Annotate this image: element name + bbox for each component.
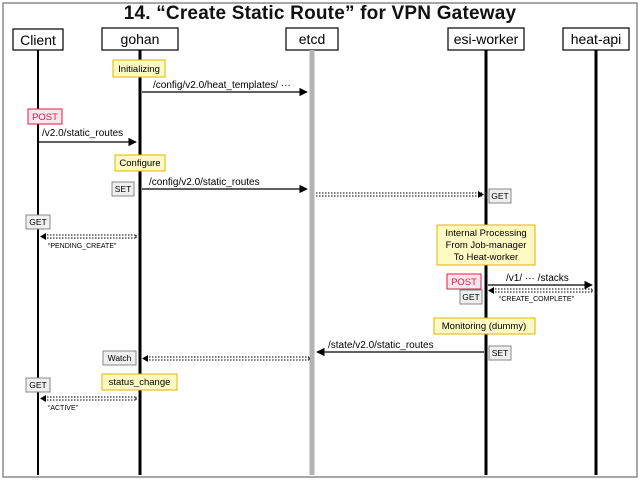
arrow-create-complete — [488, 287, 593, 294]
arrow-etcd-to-esi-worker — [316, 191, 484, 198]
label-static-routes-post: /v2.0/static_routes — [42, 128, 123, 139]
participant-heat-api: heat-api — [562, 27, 630, 51]
participant-esi-worker: esi-worker — [447, 27, 525, 51]
note-internal-processing-line-3: To Heat-worker — [454, 252, 518, 263]
tag-post-esi-worker-label: POST — [451, 277, 477, 288]
label-heat-templates: /config/v2.0/heat_templates/ ··· — [153, 80, 291, 91]
participant-etcd: etcd — [285, 27, 339, 51]
diagram-title: 14. “Create Static Route” for VPN Gatewa… — [123, 3, 517, 24]
arrow-pending-create — [40, 233, 137, 240]
tag-post-client-label: POST — [32, 112, 58, 123]
note-configure: Configure — [114, 154, 166, 172]
tag-get-esi-worker-label: GET — [491, 191, 508, 201]
participant-etcd-label: etcd — [299, 31, 325, 47]
participant-esi-worker-label: esi-worker — [454, 31, 519, 47]
participant-gohan-label: gohan — [121, 31, 160, 47]
participant-client-label: Client — [20, 32, 56, 48]
note-monitoring: Monitoring (dummy) — [433, 317, 536, 335]
tag-set-esi-worker-label: SET — [492, 348, 509, 358]
tag-get-client-2-label: GET — [29, 380, 46, 390]
participant-heat-api-label: heat-api — [571, 31, 622, 47]
label-active: “ACTIVE” — [48, 405, 79, 412]
label-stacks: /v1/ ··· /stacks — [506, 273, 569, 284]
label-create-complete: “CREATE_COMPLETE” — [499, 296, 575, 303]
participant-gohan: gohan — [101, 27, 179, 51]
participant-client: Client — [12, 28, 64, 51]
tag-get-esi-worker-2: GET — [459, 289, 483, 305]
tag-get-client-1: GET — [25, 214, 51, 230]
tag-watch-gohan-label: Watch — [108, 353, 132, 363]
label-config-static-routes: /config/v2.0/static_routes — [149, 177, 260, 188]
tag-get-client-2: GET — [25, 377, 51, 393]
tag-post-esi-worker: POST — [446, 273, 482, 290]
tag-watch-gohan: Watch — [102, 350, 137, 366]
note-internal-processing: Internal Processing From Job-manager To … — [436, 224, 536, 266]
tag-get-client-1-label: GET — [29, 217, 46, 227]
arrow-watch — [142, 355, 310, 362]
note-monitoring-label: Monitoring (dummy) — [442, 321, 526, 332]
note-internal-processing-line-1: Internal Processing — [445, 228, 526, 239]
label-pending-create: “PENDING_CREATE” — [48, 243, 117, 250]
note-internal-processing-line-2: From Job-manager — [446, 240, 527, 251]
note-configure-label: Configure — [119, 158, 160, 169]
note-initializing: Initializing — [112, 59, 166, 78]
tag-get-esi-worker-2-label: GET — [462, 292, 479, 302]
tag-set-gohan-label: SET — [115, 184, 132, 194]
arrow-active — [40, 395, 137, 402]
tag-get-esi-worker: GET — [488, 188, 512, 204]
tag-post-client: POST — [27, 108, 63, 125]
note-status-change-label: status_change — [109, 377, 171, 388]
label-state-static-routes: /state/v2.0/static_routes — [328, 340, 434, 351]
note-status-change: status_change — [101, 373, 178, 391]
tag-set-gohan: SET — [111, 181, 135, 197]
note-initializing-label: Initializing — [118, 64, 160, 75]
tag-set-esi-worker: SET — [488, 345, 512, 361]
